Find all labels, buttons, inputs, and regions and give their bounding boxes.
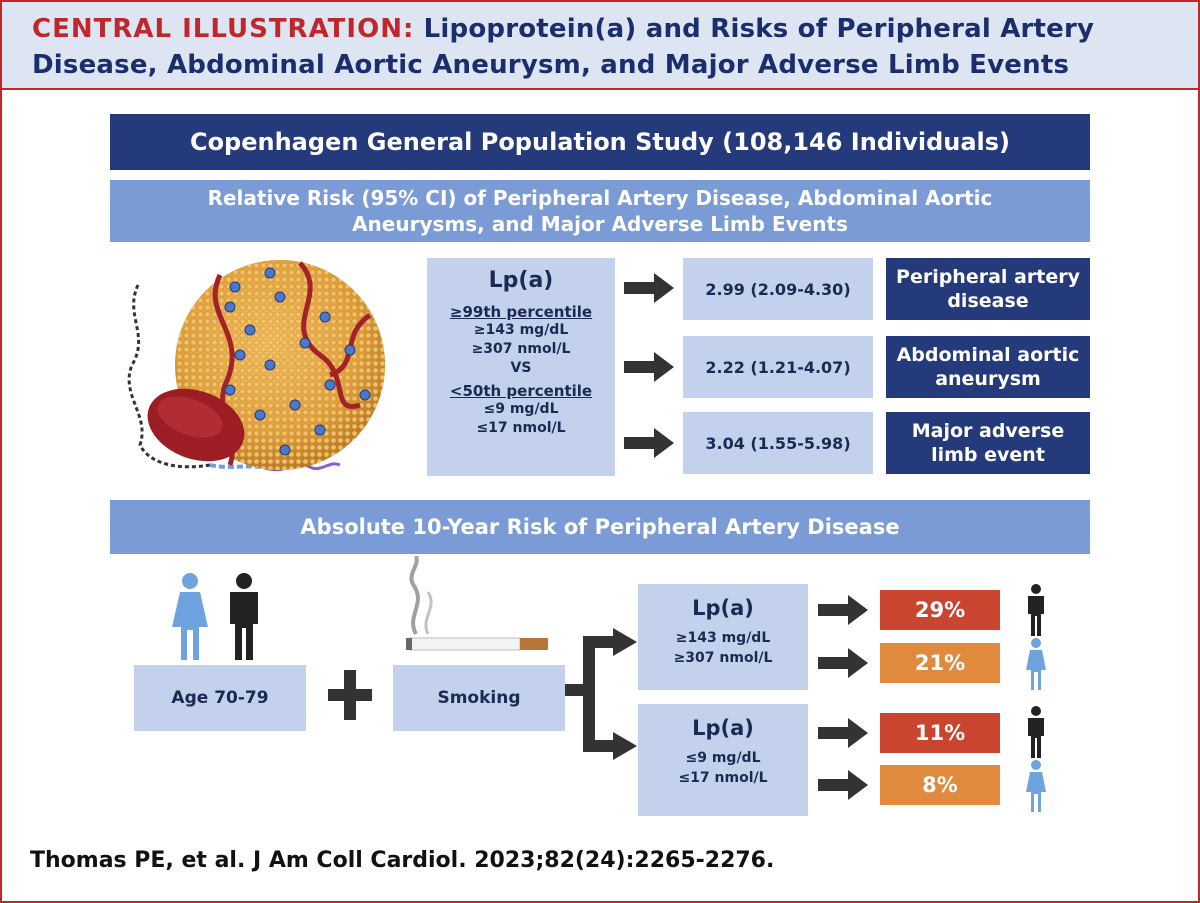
woman-icon [1026,760,1046,812]
arrow-right-icon [624,428,674,458]
title-line-1: CENTRAL ILLUSTRATION: Lipoprotein(a) and… [32,14,1094,44]
woman-icon [1026,638,1046,690]
age-box: Age 70-79 [134,665,306,731]
smoking-box: Smoking [393,665,565,731]
relative-risk-heading-line-1: Relative Risk (95% CI) of Peripheral Art… [207,186,993,210]
study-title: Copenhagen General Population Study (108… [110,114,1090,170]
branch-arrow-icon [565,628,637,760]
lpa-vs: VS [510,360,532,376]
man-icon [1028,584,1044,636]
lpa-high-label: ≥99th percentile [449,303,593,321]
man-icon [230,573,258,660]
lipoprotein-particle-icon [127,260,385,472]
arrow-right-icon [818,770,868,800]
arrow-right-icon [624,352,674,382]
pct-low-women: 8% [880,765,1000,805]
outcome-male-line-2: limb event [931,444,1045,466]
outcome-male: Major adverse limb event [886,412,1090,474]
arrow-right-icon [818,648,868,678]
abs-lpa-high-box: Lp(a) ≥143 mg/dL ≥307 nmol/L [638,584,808,690]
abs-lpa-high-mg: ≥143 mg/dL [675,630,771,646]
abs-lpa-high-title: Lp(a) [692,596,754,620]
header: CENTRAL ILLUSTRATION: Lipoprotein(a) and… [2,2,1198,90]
lpa-title: Lp(a) [488,268,554,293]
abs-lpa-low-box: Lp(a) ≤9 mg/dL ≤17 nmol/L [638,704,808,816]
lpa-high-mg: ≥143 mg/dL [473,322,569,338]
relative-risk-heading-line-2: Aneurysms, and Major Adverse Limb Events [352,212,848,236]
arrow-right-icon [818,595,868,625]
cigarette-icon [406,556,548,651]
relative-risk-heading: Relative Risk (95% CI) of Peripheral Art… [110,180,1090,242]
relative-risk-aaa: 2.22 (1.21-4.07) [683,336,873,398]
absolute-risk-heading: Absolute 10-Year Risk of Peripheral Arte… [110,500,1090,554]
pct-low-men: 11% [880,713,1000,753]
man-icon [1028,706,1044,758]
outcome-aaa-line-1: Abdominal aortic [896,344,1080,366]
outcome-pad-line-1: Peripheral artery [896,266,1080,288]
lpa-low-label: <50th percentile [449,382,593,400]
title-text-1: Lipoprotein(a) and Risks of Peripheral A… [423,14,1095,44]
abs-lpa-low-mg: ≤9 mg/dL [685,750,761,766]
pct-high-women: 21% [880,643,1000,683]
outcome-male-line-1: Major adverse [911,420,1065,442]
abs-lpa-high-nmol: ≥307 nmol/L [673,650,773,666]
arrow-right-icon [624,273,674,303]
woman-icon [172,573,208,660]
lpa-comparison-box: Lp(a) ≥99th percentile ≥143 mg/dL ≥307 n… [427,258,615,476]
relative-risk-male: 3.04 (1.55-5.98) [683,412,873,474]
title-line-2: Disease, Abdominal Aortic Aneurysm, and … [32,50,1070,80]
arrow-right-icon [818,718,868,748]
pct-high-men: 29% [880,590,1000,630]
outcome-aaa: Abdominal aortic aneurysm [886,336,1090,398]
outcome-pad: Peripheral artery disease [886,258,1090,320]
plus-icon [328,670,372,720]
outcome-pad-line-2: disease [947,290,1029,312]
outcome-aaa-line-2: aneurysm [935,368,1041,390]
title-kicker: CENTRAL ILLUSTRATION: [32,14,415,44]
abs-lpa-low-title: Lp(a) [692,716,754,740]
lpa-low-mg: ≤9 mg/dL [483,401,559,417]
abs-lpa-low-nmol: ≤17 nmol/L [678,770,768,786]
citation: Thomas PE, et al. J Am Coll Cardiol. 202… [30,848,775,873]
lpa-low-nmol: ≤17 nmol/L [476,420,566,436]
relative-risk-pad: 2.99 (2.09-4.30) [683,258,873,320]
lpa-high-nmol: ≥307 nmol/L [471,341,571,357]
